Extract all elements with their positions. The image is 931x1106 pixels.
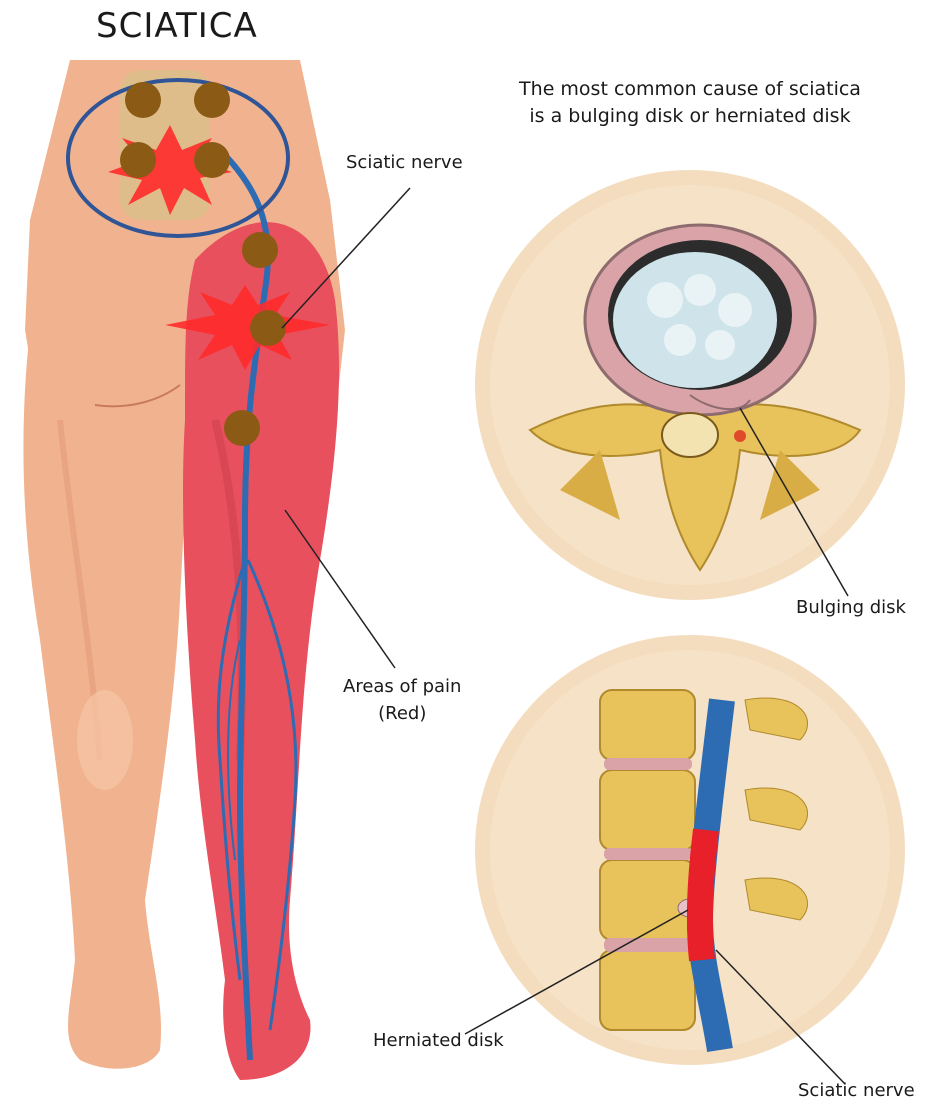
brown-dot-icon: [242, 232, 278, 268]
brown-dot-icon: [224, 410, 260, 446]
brown-dot-icon: [194, 82, 230, 118]
caption-line-2: is a bulging disk or herniated disk: [470, 103, 910, 130]
brown-dot-icon: [194, 142, 230, 178]
label-sciatic-nerve-top: Sciatic nerve: [346, 152, 463, 173]
label-sciatic-nerve-bottom: Sciatic nerve: [798, 1080, 915, 1101]
caption: The most common cause of sciatica is a b…: [470, 76, 910, 130]
page-title: SCIATICA: [96, 6, 258, 46]
label-bulging-disk: Bulging disk: [796, 597, 906, 618]
brown-dot-icon: [120, 142, 156, 178]
brown-dot-icon: [250, 310, 286, 346]
label-areas-of-pain-line1: Areas of pain: [343, 673, 461, 700]
label-areas-of-pain: Areas of pain (Red): [343, 673, 461, 727]
label-herniated-disk: Herniated disk: [373, 1030, 504, 1051]
brown-dot-icon: [125, 82, 161, 118]
caption-line-1: The most common cause of sciatica: [470, 76, 910, 103]
label-areas-of-pain-line2: (Red): [343, 700, 461, 727]
herniated-disk-inset: [465, 635, 905, 1084]
body-figure: [23, 60, 345, 1080]
bulging-disk-inset: [475, 170, 905, 600]
